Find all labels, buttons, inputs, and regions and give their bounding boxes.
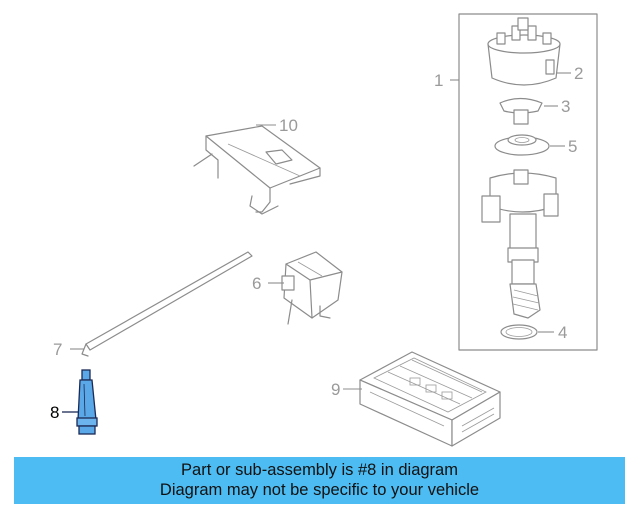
callout-5[interactable]: 5: [568, 137, 577, 156]
callout-4[interactable]: 4: [558, 323, 567, 342]
banner-line-1: Part or sub-assembly is #8 in diagram: [181, 461, 458, 479]
callout-8[interactable]: 8: [50, 403, 59, 422]
distributor-cap[interactable]: [487, 17, 561, 86]
part-8-shaft[interactable]: [76, 369, 98, 435]
ignition-coil[interactable]: [281, 251, 343, 325]
control-module[interactable]: [359, 351, 501, 447]
callout-3[interactable]: 3: [561, 97, 570, 116]
callout-6[interactable]: 6: [252, 274, 261, 293]
distributor-body[interactable]: [481, 169, 559, 319]
callout-1[interactable]: 1: [434, 71, 443, 90]
assembly-box-outline: [458, 13, 598, 351]
banner-line-2: Diagram may not be specific to your vehi…: [159, 481, 480, 499]
dust-shield[interactable]: [494, 134, 550, 156]
rotor[interactable]: [499, 97, 543, 125]
callout-10[interactable]: 10: [279, 116, 298, 135]
callout-9[interactable]: 9: [331, 380, 340, 399]
info-banner: Part or sub-assembly is #8 in diagram Di…: [14, 457, 625, 504]
o-ring[interactable]: [500, 324, 538, 340]
callout-7[interactable]: 7: [53, 340, 62, 359]
connecting-rod[interactable]: [81, 251, 253, 357]
parts-diagram: 1 2 3 5: [50, 13, 598, 447]
callout-2[interactable]: 2: [574, 64, 583, 83]
distributor-assembly-group: 1 2 3 5: [434, 13, 598, 351]
mounting-bracket[interactable]: [193, 125, 321, 215]
